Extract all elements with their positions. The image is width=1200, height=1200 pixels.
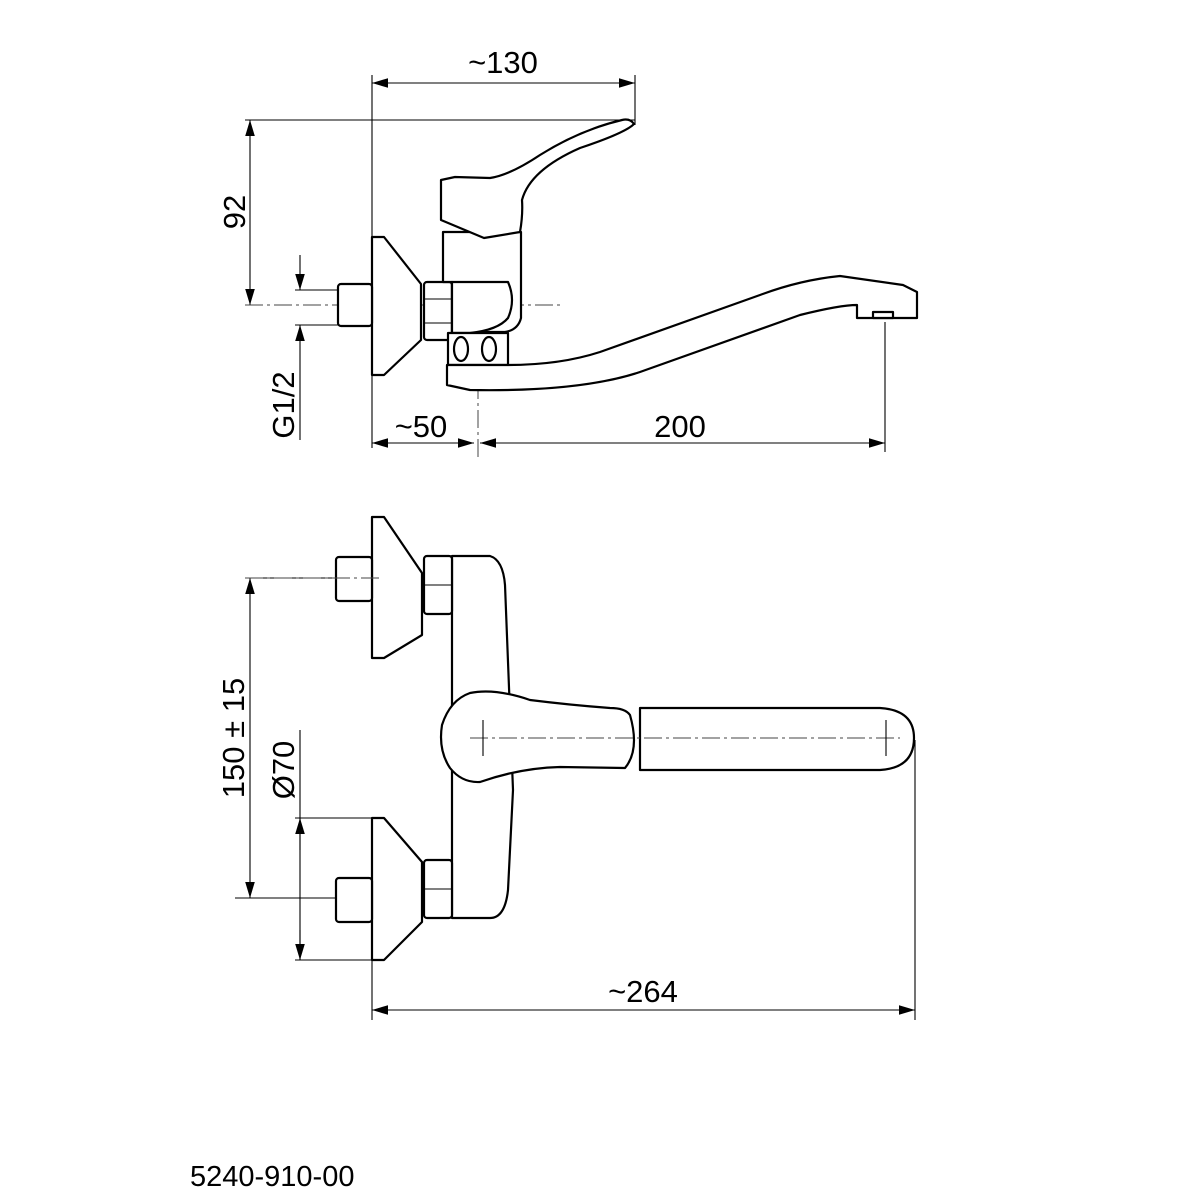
dim-label-150: 150 ± 15 [216,678,251,798]
swivel-spout [445,274,919,392]
lever-handle [439,118,636,240]
part-number: 5240-910-00 [190,1161,354,1193]
hex-nut [422,280,454,342]
side-view: ~130 92 G1/2 ~50 200 [217,45,919,458]
dim-label-200: 200 [654,409,706,444]
upper-rosette [370,515,424,660]
connector-cap [336,282,374,328]
dim-label-264: ~264 [608,974,678,1009]
upper-cap [334,555,374,603]
dim-label-thread: G1/2 [266,371,301,438]
dim-label-92: 92 [217,195,252,229]
aerator [871,310,895,320]
dim-label-130: ~130 [468,45,538,80]
collar-hole [480,335,498,363]
dim-label-50: ~50 [395,409,448,444]
lever-top [439,690,636,784]
collar-hole [452,335,470,363]
lower-cap [334,876,374,924]
dim-label-70: Ø70 [266,741,301,800]
wall-rosette [370,235,423,377]
top-view: 150 ± 15 Ø70 ~264 [216,515,916,1020]
spout-top [638,706,916,772]
lower-rosette [370,816,424,962]
